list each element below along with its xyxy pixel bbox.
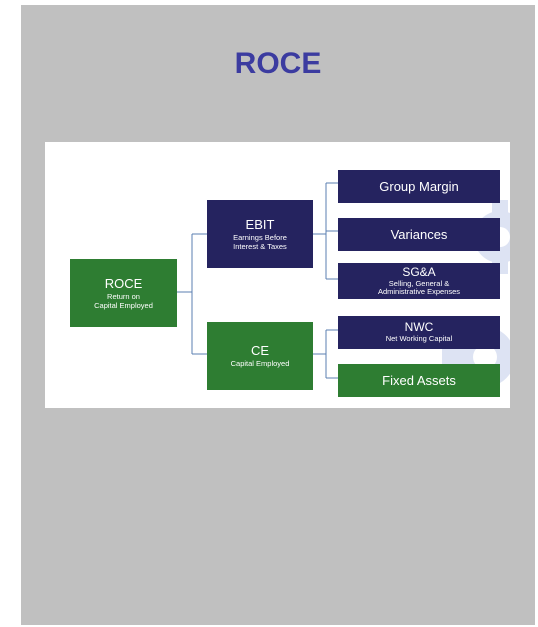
- group-margin-node: Group Margin: [338, 170, 500, 203]
- fixed-assets-node-title: Fixed Assets: [382, 373, 456, 388]
- fixed-assets-node: Fixed Assets: [338, 364, 500, 397]
- roce-node-subtitle-line1: Return on: [107, 292, 140, 301]
- content-panel: ROCE: [21, 5, 535, 625]
- page-title: ROCE: [234, 47, 322, 80]
- ce-node: CE Capital Employed: [207, 322, 313, 390]
- nwc-node-subtitle: Net Working Capital: [385, 334, 453, 344]
- roce-diagram: ROCE Return on Capital Employed EBIT Ear…: [45, 142, 510, 408]
- connector-lines: [177, 182, 338, 379]
- nwc-node: NWC Net Working Capital: [338, 316, 500, 349]
- ce-node-subtitle: Capital Employed: [230, 359, 290, 369]
- sga-node-subtitle-line1: Selling, General &: [388, 278, 450, 288]
- sga-node-title: SG&A: [402, 264, 436, 279]
- ebit-node-subtitle-line2: Interest & Taxes: [233, 241, 287, 251]
- nwc-node-title: NWC: [404, 320, 434, 335]
- variances-node: Variances: [338, 218, 500, 251]
- sga-node: SG&A Selling, General & Administrative E…: [338, 263, 500, 299]
- sga-node-subtitle-line2: Administrative Expenses: [377, 287, 461, 296]
- ebit-node: EBIT Earnings Before Interest & Taxes: [207, 200, 313, 268]
- ebit-node-title: EBIT: [245, 217, 275, 232]
- roce-node-title: ROCE: [104, 276, 143, 291]
- variances-node-title: Variances: [390, 227, 448, 242]
- roce-node: ROCE Return on Capital Employed: [70, 259, 177, 327]
- roce-node-subtitle-line2: Capital Employed: [94, 300, 153, 310]
- ce-node-title: CE: [250, 343, 270, 359]
- group-margin-node-title: Group Margin: [379, 179, 459, 194]
- ebit-node-subtitle-line1: Earnings Before: [233, 233, 287, 242]
